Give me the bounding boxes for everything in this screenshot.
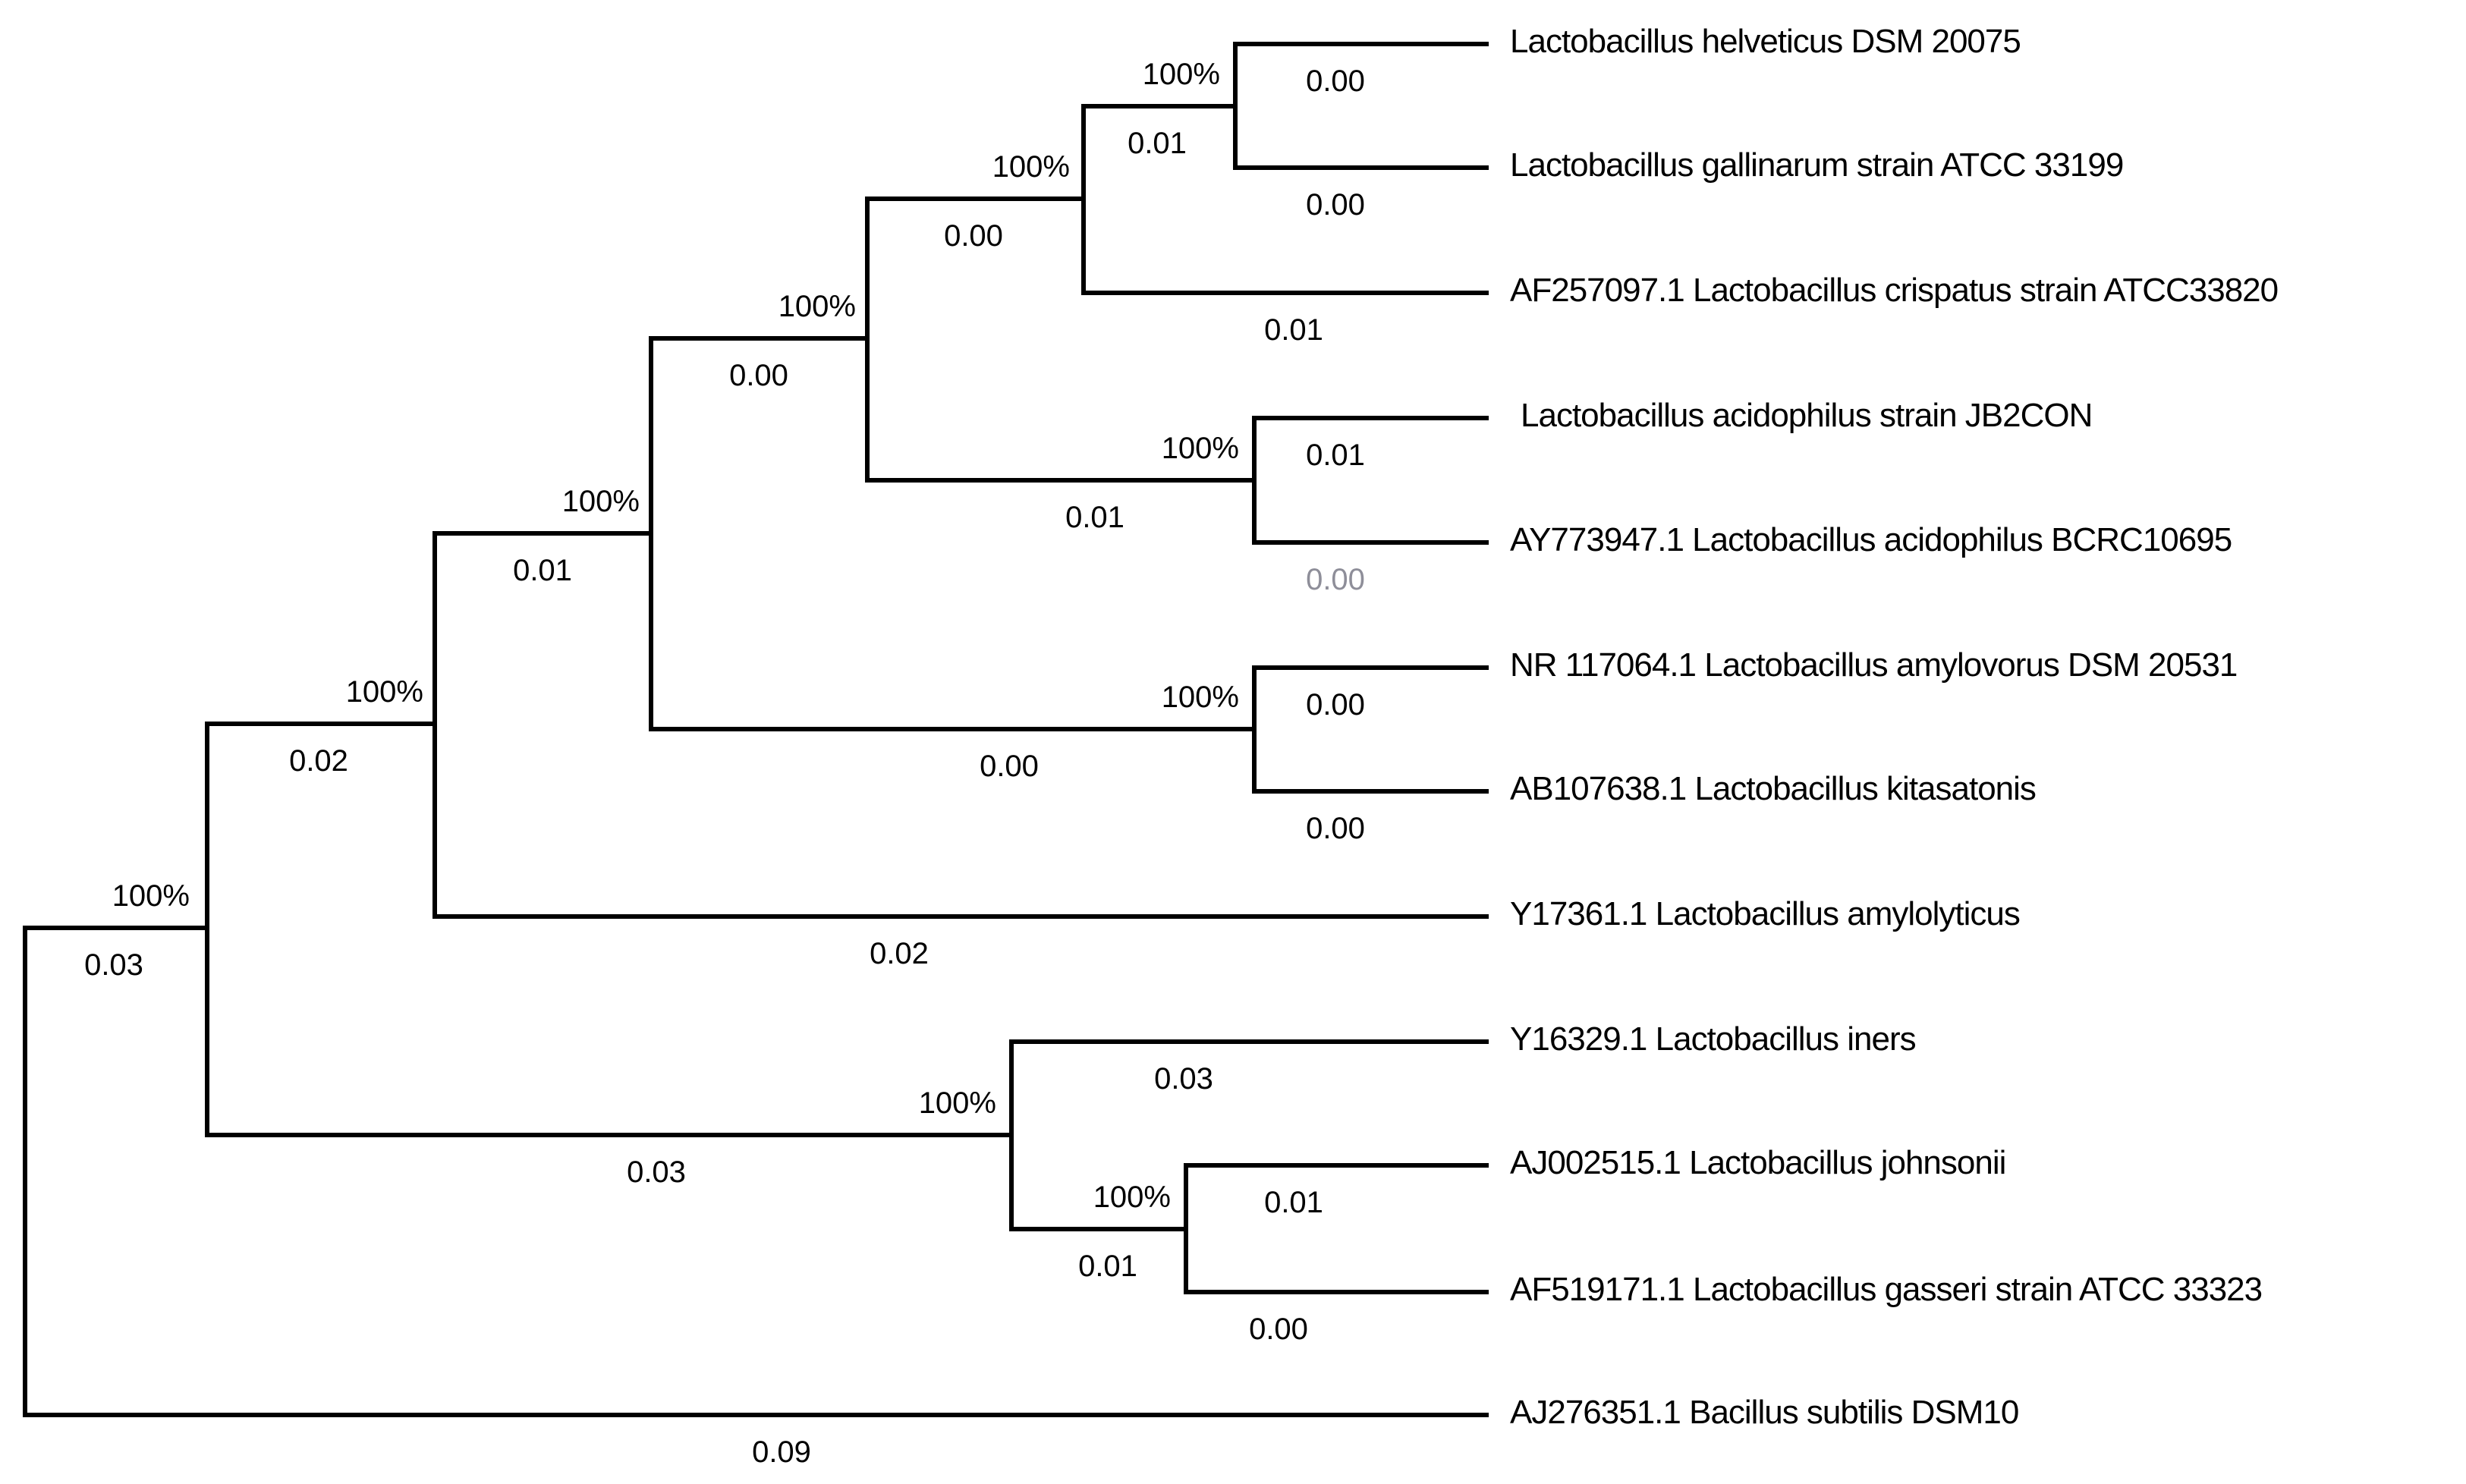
length-ab107638: 0.00 xyxy=(1306,812,1365,845)
length-johnsonii: 0.01 xyxy=(1264,1186,1323,1219)
taxon-helveticus: Lactobacillus helveticus DSM 20075 xyxy=(1510,23,2021,60)
branch-root-to-bacillus xyxy=(23,1413,1489,1417)
length-helv-acid: 0.00 xyxy=(729,359,788,392)
branch-helvacid-to-helvcrisp xyxy=(865,197,1086,201)
length-jb2con: 0.01 xyxy=(1306,439,1365,472)
branch-helvcrisp-to-helvgall xyxy=(1081,104,1238,108)
branch-to-crispatus xyxy=(1081,291,1489,295)
taxon-jb2con: Lactobacillus acidophilus strain JB2CON xyxy=(1521,397,2093,434)
branch-core-to-amylolyticus xyxy=(432,914,1489,919)
branch-to-gallinarum xyxy=(1233,165,1489,170)
length-acidophilus-pair: 0.01 xyxy=(1065,501,1124,534)
length-amylovorus-pair: 0.00 xyxy=(980,750,1039,783)
support-core-clade: 100% xyxy=(345,675,423,709)
length-crispatus: 0.01 xyxy=(1264,313,1323,347)
taxon-iners: Y16329.1 Lactobacillus iners xyxy=(1510,1020,1917,1058)
support-acidophilus-pair: 100% xyxy=(1161,432,1239,465)
support-root-to-main: 100% xyxy=(112,879,190,913)
support-helv-acid: 100% xyxy=(778,290,856,323)
length-core-clade: 0.02 xyxy=(289,744,348,778)
branch-complex-to-helv-acid xyxy=(649,336,870,341)
taxon-ab107638: AB107638.1 Lactobacillus kitasatonis xyxy=(1510,770,2037,807)
taxon-crispatus: AF257097.1 Lactobacillus crispatus strai… xyxy=(1510,272,2279,309)
branch-root-to-main-clade xyxy=(23,926,209,930)
length-helv-crisp: 0.00 xyxy=(944,219,1003,253)
length-helveticus: 0.00 xyxy=(1306,64,1365,98)
length-acidophilus-complex: 0.01 xyxy=(513,554,572,587)
length-gasseri: 0.00 xyxy=(1249,1313,1308,1346)
branch-to-nr117064 xyxy=(1252,665,1489,670)
length-amylolyticus: 0.02 xyxy=(870,937,929,970)
taxon-ay773947: AY773947.1 Lactobacillus acidophilus BCR… xyxy=(1510,521,2232,558)
support-johnsonii-gasseri: 100% xyxy=(1093,1181,1171,1214)
support-helv-crisp: 100% xyxy=(992,150,1070,184)
support-iners-group: 100% xyxy=(918,1086,996,1120)
branch-main-to-iners-group xyxy=(205,1133,1014,1137)
length-ay773947: 0.00 xyxy=(1306,563,1365,596)
length-nr117064: 0.00 xyxy=(1306,688,1365,722)
taxon-amylolyticus: Y17361.1 Lactobacillus amylolyticus xyxy=(1510,895,2021,932)
length-helv-gall: 0.01 xyxy=(1128,127,1187,160)
branch-to-ay773947 xyxy=(1252,540,1489,545)
taxon-nr117064: NR 117064.1 Lactobacillus amylovorus DSM… xyxy=(1510,646,2238,684)
length-iners: 0.03 xyxy=(1154,1062,1213,1096)
taxon-gasseri: AF519171.1 Lactobacillus gasseri strain … xyxy=(1510,1271,2263,1308)
branch-complex-to-amylovorus-pair xyxy=(649,727,1257,731)
branch-main-to-core xyxy=(205,722,437,726)
taxon-johnsonii: AJ002515.1 Lactobacillus johnsonii xyxy=(1510,1144,2006,1181)
branch-helvacid-to-acidophilus-pair xyxy=(865,478,1257,483)
branch-to-gasseri xyxy=(1184,1290,1489,1294)
support-helv-gall: 100% xyxy=(1142,58,1220,91)
support-acidophilus-complex: 100% xyxy=(561,485,640,518)
taxon-gallinarum: Lactobacillus gallinarum strain ATCC 331… xyxy=(1510,146,2124,184)
length-johnsonii-gasseri: 0.01 xyxy=(1078,1250,1137,1283)
branch-to-johnsonii xyxy=(1184,1163,1489,1168)
branch-core-to-acidophilus-complex xyxy=(432,531,653,536)
length-root-to-main: 0.03 xyxy=(84,948,143,982)
branch-to-helveticus xyxy=(1233,42,1489,46)
branch-to-ab107638 xyxy=(1252,789,1489,794)
length-bacillus: 0.09 xyxy=(752,1435,811,1469)
taxon-bacillus: AJ276351.1 Bacillus subtilis DSM10 xyxy=(1510,1394,2019,1431)
branch-to-jb2con xyxy=(1252,416,1489,420)
support-amylovorus-pair: 100% xyxy=(1161,681,1239,714)
branch-inersgroup-to-johngasseri xyxy=(1009,1227,1188,1231)
length-iners-group: 0.03 xyxy=(627,1155,686,1189)
root-vertical xyxy=(23,926,27,1417)
branch-to-iners xyxy=(1009,1039,1489,1044)
length-gallinarum: 0.00 xyxy=(1306,188,1365,222)
